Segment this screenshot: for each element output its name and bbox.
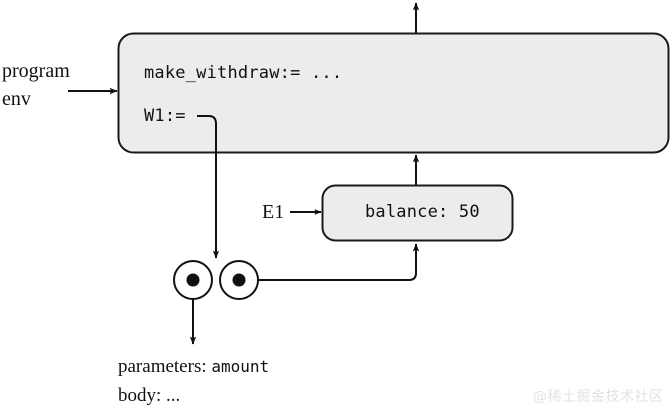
- watermark-text: @稀土掘金技术社区: [533, 389, 664, 405]
- procedure-body-line: body: ...: [118, 386, 180, 405]
- binding-make-withdraw: make_withdraw:= ...: [144, 63, 343, 83]
- procedure-body-label: body:: [118, 385, 162, 406]
- procedure-parameters-value: amount: [211, 357, 270, 376]
- procedure-left-dot: [186, 273, 200, 287]
- global-frame-box: [117, 32, 670, 154]
- procedure-right-dot: [232, 273, 246, 287]
- w1-to-procedure-arrow: [197, 115, 220, 259]
- procedure-parameters-line: parameters: amount: [118, 357, 269, 376]
- e1-label: E1: [262, 201, 285, 223]
- procedure-env-arrow: [239, 243, 420, 281]
- procedure-parameters-label: parameters:: [118, 356, 207, 377]
- program-env-label-line2: env: [2, 88, 31, 110]
- program-env-label-line1: program: [2, 60, 70, 82]
- binding-balance: balance: 50: [365, 202, 480, 222]
- procedure-body-value: ...: [166, 385, 181, 406]
- binding-w1: W1:=: [144, 106, 186, 126]
- e1-frame-box: [321, 184, 514, 242]
